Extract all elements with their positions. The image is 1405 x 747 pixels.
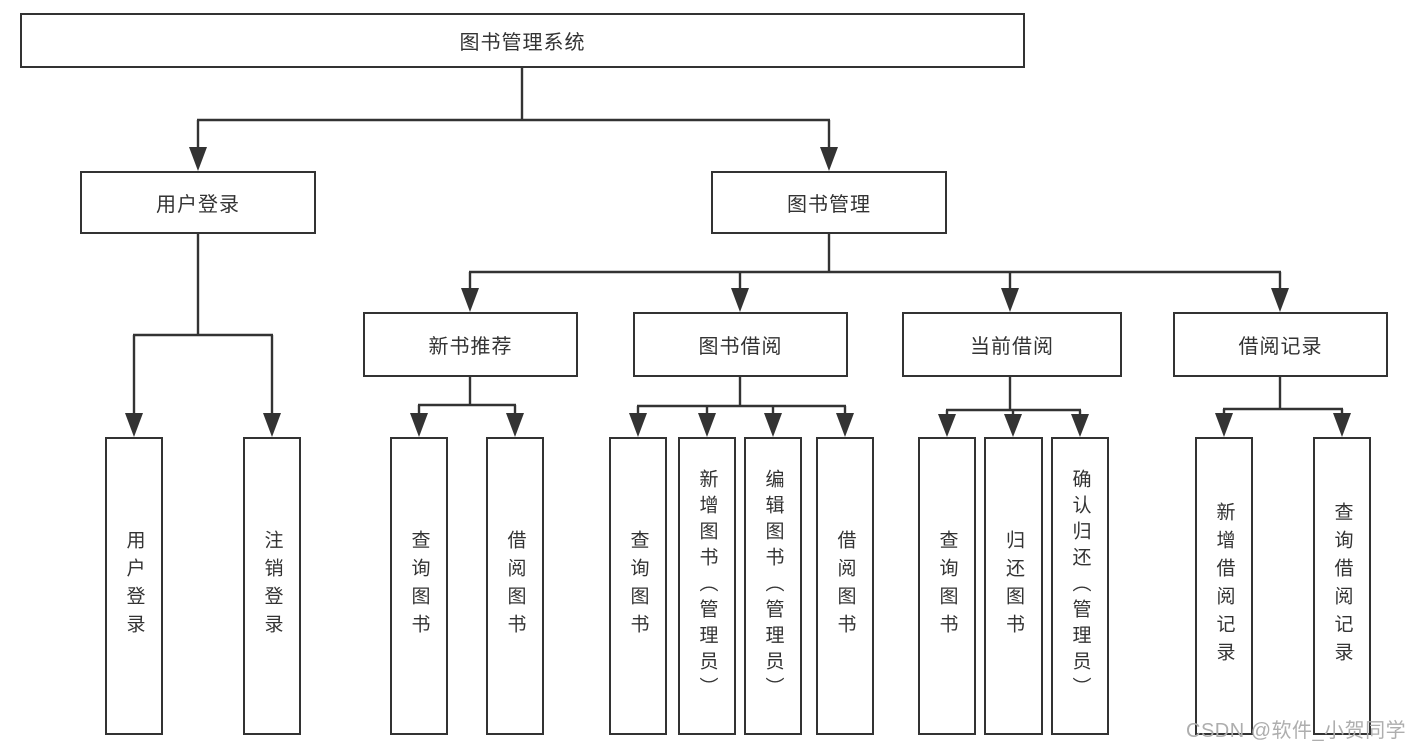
node-query-books-2-box: 查询图书 xyxy=(609,437,667,735)
node-borrow-records-box: 借阅记录 xyxy=(1173,312,1388,377)
node-add-books-admin-label: 新增图书（管理员） xyxy=(696,469,718,703)
node-query-books-3-box: 查询图书 xyxy=(918,437,976,735)
connector-current-borrow-to-children xyxy=(938,377,1089,437)
node-current-borrow-box: 当前借阅 xyxy=(902,312,1122,377)
node-confirm-return-admin-box: 确认归还（管理员） xyxy=(1051,437,1109,735)
connector-book-borrow-to-children xyxy=(629,377,854,437)
connector-user-login-to-children xyxy=(125,234,281,437)
node-new-book-recommend-label: 新书推荐 xyxy=(428,336,513,358)
node-user-login-leaf-box: 用户登录 xyxy=(105,437,163,735)
node-user-login-box: 用户登录 xyxy=(80,171,316,234)
node-logout-label: 注销登录 xyxy=(261,530,283,642)
node-confirm-return-admin-label: 确认归还（管理员） xyxy=(1069,469,1091,703)
node-query-books-1-box: 查询图书 xyxy=(390,437,448,735)
node-return-books-label: 归还图书 xyxy=(1003,530,1024,642)
node-query-books-1-label: 查询图书 xyxy=(408,530,430,642)
node-book-mgmt-label: 图书管理 xyxy=(787,194,871,216)
node-edit-books-admin-box: 编辑图书（管理员） xyxy=(744,437,802,735)
connector-borrow-records-to-children xyxy=(1215,377,1351,437)
connector-root-to-level2 xyxy=(189,68,838,171)
node-user-login-leaf-label: 用户登录 xyxy=(123,530,145,642)
node-query-books-2-label: 查询图书 xyxy=(627,530,649,642)
node-book-mgmt-box: 图书管理 xyxy=(711,171,947,234)
connector-book-mgmt-to-level3 xyxy=(461,234,1289,312)
node-root-box: 图书管理系统 xyxy=(20,13,1025,68)
node-book-borrow-box: 图书借阅 xyxy=(633,312,848,377)
node-borrow-books-2-label: 借阅图书 xyxy=(834,530,856,642)
node-logout-box: 注销登录 xyxy=(243,437,301,735)
node-current-borrow-label: 当前借阅 xyxy=(970,336,1054,358)
node-query-books-3-label: 查询图书 xyxy=(936,530,958,642)
node-add-borrow-record-box: 新增借阅记录 xyxy=(1195,437,1253,735)
node-borrow-books-2-box: 借阅图书 xyxy=(816,437,874,735)
node-query-borrow-record-label: 查询借阅记录 xyxy=(1331,502,1353,670)
watermark-text: CSDN @软件_小贺同学 xyxy=(1186,720,1405,742)
node-borrow-books-1-label: 借阅图书 xyxy=(504,530,526,642)
node-return-books-box: 归还图书 xyxy=(984,437,1043,735)
node-add-borrow-record-label: 新增借阅记录 xyxy=(1213,502,1235,670)
node-borrow-books-1-box: 借阅图书 xyxy=(486,437,544,735)
node-book-borrow-label: 图书借阅 xyxy=(698,336,783,358)
node-root-label: 图书管理系统 xyxy=(459,32,586,54)
node-new-book-recommend-box: 新书推荐 xyxy=(363,312,578,377)
node-user-login-label: 用户登录 xyxy=(156,194,240,216)
node-edit-books-admin-label: 编辑图书（管理员） xyxy=(762,469,784,703)
connector-new-book-recommend-to-children xyxy=(410,377,524,437)
node-borrow-records-label: 借阅记录 xyxy=(1238,336,1323,358)
node-query-borrow-record-box: 查询借阅记录 xyxy=(1313,437,1371,735)
node-add-books-admin-box: 新增图书（管理员） xyxy=(678,437,736,735)
